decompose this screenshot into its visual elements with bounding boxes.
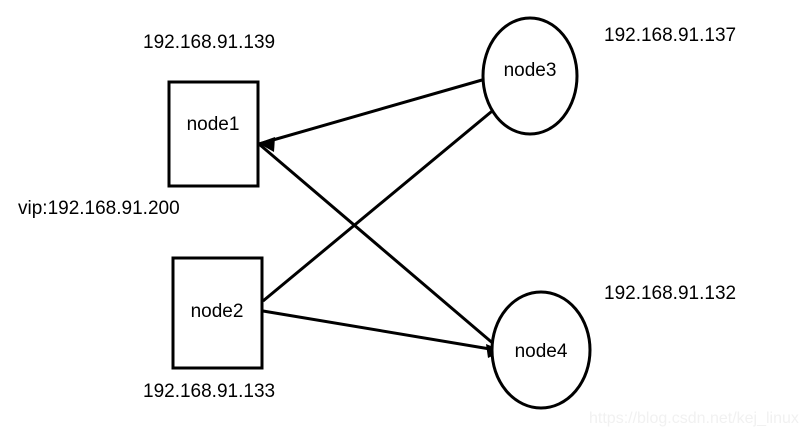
edge-node1-node4 — [258, 142, 503, 353]
ip-label-node2: 192.168.91.133 — [143, 381, 276, 402]
node-node1[interactable]: node1 — [167, 80, 260, 188]
node3-shape[interactable] — [481, 16, 579, 136]
node1-shape[interactable] — [167, 80, 260, 188]
vip-label-node1: vip:192.168.91.200 — [18, 198, 180, 219]
edge-node2-node3 — [262, 105, 498, 303]
edge-node2-node4 — [262, 309, 503, 353]
ip-label-node3: 192.168.91.137 — [604, 25, 737, 46]
ip-label-node1: 192.168.91.139 — [143, 32, 276, 53]
arrowhead-node1 — [258, 137, 275, 152]
node3-label: node3 — [504, 60, 557, 81]
node-node3[interactable]: node3 — [481, 16, 579, 136]
edge-node1-node3 — [258, 74, 497, 146]
watermark: https://blog.csdn.net/kej_linux — [589, 410, 799, 427]
node-node2[interactable]: node2 — [171, 256, 264, 370]
node-node4[interactable]: node4 — [490, 290, 592, 410]
node2-shape[interactable] — [171, 256, 264, 370]
edge-group — [258, 74, 503, 353]
ip-label-node4: 192.168.91.132 — [604, 283, 737, 304]
node4-label: node4 — [515, 341, 568, 362]
node2-label: node2 — [191, 301, 244, 322]
node1-label: node1 — [187, 114, 240, 135]
node4-shape[interactable] — [490, 290, 592, 410]
